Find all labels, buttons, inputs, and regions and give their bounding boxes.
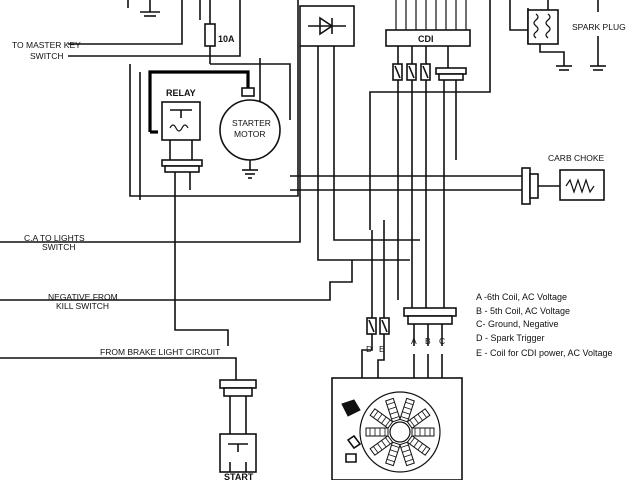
starter-label-2: MOTOR [234,129,265,139]
kill-switch-label-2: KILL SWITCH [56,301,109,311]
legend-item-b: B - 5th Coil, AC Voltage [476,306,570,316]
relay-label: RELAY [166,88,196,98]
legend-item-e: E - Coil for CDI power, AC Voltage [476,348,613,358]
master-key-label-2: SWITCH [30,51,64,61]
trigger-letter-e: E [379,344,385,354]
stator-coil [399,441,415,467]
starter-cable [148,70,250,134]
legend: A -6th Coil, AC Voltage B - 5th Coil, AC… [476,292,613,358]
starter-label-1: STARTER [232,118,271,128]
kill-switch-label-1: NEGATIVE FROM [48,292,118,302]
stator-coil [369,408,394,429]
start-switch [219,379,257,473]
rectifier [299,5,420,261]
stator [331,377,463,480]
stator-coil [399,397,415,423]
lights-label-1: C.A TO LIGHTS [24,233,85,243]
stator-coil [385,441,401,467]
legend-item-d: D - Spark Trigger [476,333,545,343]
power-rails [129,0,299,200]
spark-plug-label: SPARK PLUG [572,22,626,32]
carb-choke-label: CARB CHOKE [548,153,605,163]
brake-light-label: FROM BRAKE LIGHT CIRCUIT [100,347,220,357]
stator-connector [403,160,457,420]
legend-item-a: A -6th Coil, AC Voltage [476,292,567,302]
cdi-unit [385,0,471,47]
fuse [204,0,216,64]
stator-coil [406,408,431,429]
spark-plug [590,0,606,71]
lights-label-2: SWITCH [42,242,76,252]
stator-coil [365,427,389,437]
start-label: START [224,472,254,480]
brake-light-wire [0,357,237,380]
trigger-connectors [361,220,390,400]
starter-motor [219,87,281,179]
ignition-coil [527,0,572,71]
master-key-wires [68,0,241,57]
stator-coil [385,397,401,423]
lights-wire [0,46,301,243]
stator-coil [411,427,435,437]
legend-item-c: C- Ground, Negative [476,319,559,329]
stator-letter-a: A [411,336,417,346]
relay [161,101,229,346]
master-key-label-1: TO MASTER KEY [12,40,81,50]
cdi-connectors [392,46,467,300]
trigger-letter-d: D [366,344,372,354]
stator-letter-b: B [425,336,431,346]
kill-switch-wire [0,260,353,301]
stator-coil [369,435,394,456]
fuse-label: 10A [218,34,235,44]
cdi-label: CDI [418,34,434,44]
carb-choke [290,167,605,205]
stator-coil [406,435,431,456]
stator-letter-c: C [439,336,445,346]
